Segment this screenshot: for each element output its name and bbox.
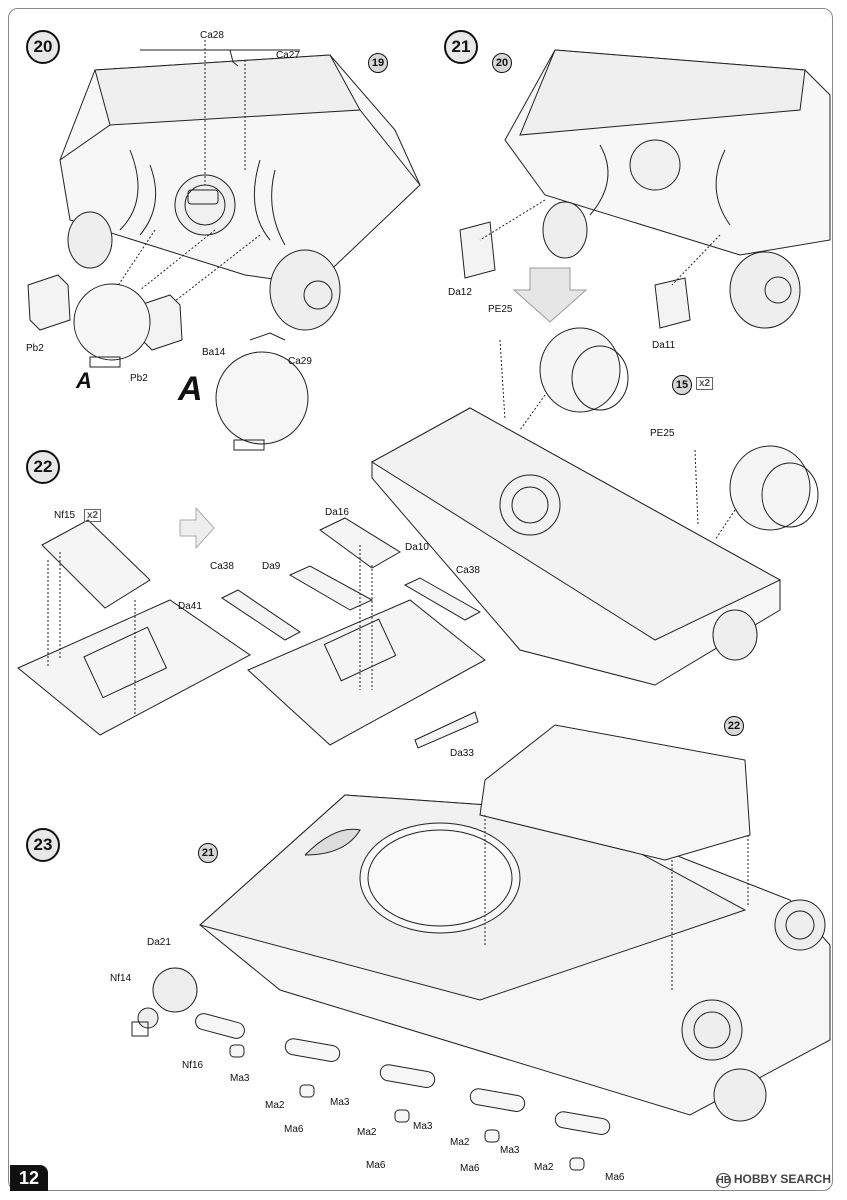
step22-drawing	[17, 506, 486, 749]
nf15-multiplier: x2	[84, 509, 102, 522]
step22-right-arrow	[179, 506, 215, 550]
step-number-21: 21	[444, 30, 478, 64]
part-label-ma3-2: Ma3	[330, 1097, 350, 1108]
page-number: 12	[10, 1165, 48, 1191]
part-label-ma2-1: Ma2	[265, 1100, 285, 1111]
part-label-ca27: Ca27	[276, 50, 300, 61]
part-label-pe25-upper: PE25	[488, 304, 513, 315]
step21-ref-15: 15	[672, 375, 692, 395]
step-number-20: 20	[26, 30, 60, 64]
part-label-da41: Da41	[178, 601, 202, 612]
part-label-da11: Da11	[652, 340, 676, 351]
part-label-ma3-1: Ma3	[230, 1073, 250, 1084]
sub-assembly-marker-a: A	[76, 368, 92, 393]
part-label-da33: Da33	[450, 748, 474, 759]
watermark-text: HOBBY SEARCH	[733, 1172, 831, 1186]
part-label-nf14: Nf14	[110, 973, 132, 984]
step23-drawing	[131, 724, 831, 1171]
part-label-ca38-right: Ca38	[456, 565, 480, 576]
sub-assembly-marker-a-large: A	[178, 370, 203, 408]
step21-down-arrow	[512, 267, 588, 323]
part-label-ma3-3: Ma3	[413, 1121, 433, 1132]
part-label-ma3-4: Ma3	[500, 1145, 520, 1156]
part-label-da16: Da16	[325, 507, 349, 518]
part-label-ca38-left: Ca38	[210, 561, 234, 572]
step20-callout-19: 19	[368, 53, 388, 73]
watermark: HB HOBBY SEARCH	[715, 1172, 831, 1188]
part-label-ma2-4: Ma2	[534, 1162, 554, 1173]
part-label-da10: Da10	[405, 542, 429, 553]
step20-parts	[27, 274, 309, 451]
step21-hull-drawing	[459, 49, 831, 329]
step21-lower-hull	[371, 327, 819, 686]
part-label-ba14: Ba14	[202, 347, 226, 358]
step23-callout-21: 21	[198, 843, 218, 863]
step21-ref-multiplier: x2	[696, 377, 714, 390]
watermark-logo-icon: HB	[715, 1173, 731, 1188]
part-label-da9: Da9	[262, 561, 281, 572]
part-label-ma2-2: Ma2	[357, 1127, 377, 1138]
part-label-nf16: Nf16	[182, 1060, 204, 1071]
part-label-ma6-1: Ma6	[284, 1124, 304, 1135]
part-label-pb2-right: Pb2	[130, 373, 148, 384]
part-label-nf15: Nf15	[54, 510, 76, 521]
step23-callout-22: 22	[724, 716, 744, 736]
part-label-ca29: Ca29	[288, 356, 312, 367]
part-label-ma2-3: Ma2	[450, 1137, 470, 1148]
part-label-da12: Da12	[448, 287, 472, 298]
step-number-23: 23	[26, 828, 60, 862]
step21-callout-20: 20	[492, 53, 512, 73]
part-label-ma6-3: Ma6	[460, 1163, 480, 1174]
part-label-da21: Da21	[147, 937, 171, 948]
page-frame	[8, 8, 833, 1191]
part-label-pb2-left: Pb2	[26, 343, 44, 354]
part-label-pe25-lower: PE25	[650, 428, 675, 439]
part-label-ma6-2: Ma6	[366, 1160, 386, 1171]
part-label-ca28: Ca28	[200, 30, 224, 41]
step-number-22: 22	[26, 450, 60, 484]
step20-hull-drawing	[59, 40, 421, 331]
part-label-ma6-4: Ma6	[605, 1172, 625, 1183]
